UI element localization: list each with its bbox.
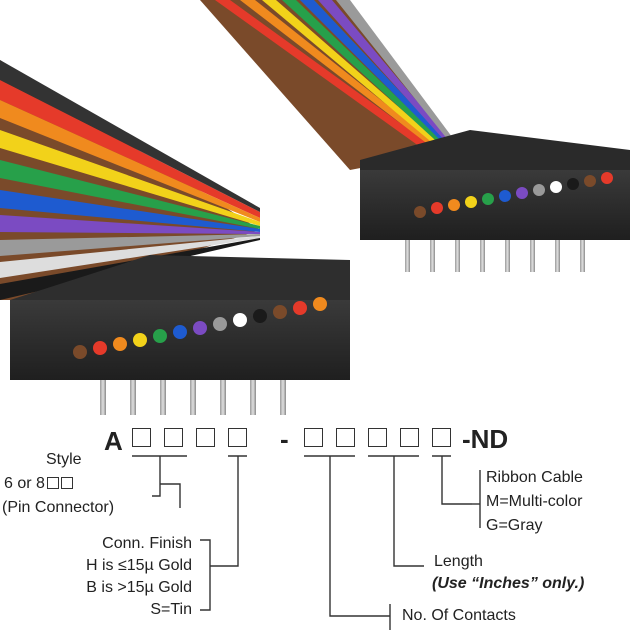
part-number-box — [164, 428, 183, 447]
ribbon-option1: M=Multi-color — [486, 493, 583, 510]
style-description: (Pin Connector) — [2, 499, 115, 516]
style-options: 6 or 8 — [4, 474, 73, 494]
conn-finish-line3: S=Tin — [150, 601, 192, 618]
right-connector-wires — [414, 172, 613, 218]
front-connector-pins — [100, 380, 286, 415]
right-connector-pins — [405, 240, 585, 272]
part-number-suffix: -ND — [462, 424, 509, 454]
right-connector — [360, 130, 630, 272]
front-connector — [10, 255, 350, 415]
part-number-box — [228, 428, 247, 447]
contacts-label: No. Of Contacts — [402, 607, 516, 624]
style-box — [60, 477, 73, 489]
conn-finish-line2: B is >15µ Gold — [86, 579, 192, 596]
part-number-box — [304, 428, 323, 447]
ribbon-title: Ribbon Cable — [486, 469, 583, 486]
ribbon-cable-lower — [0, 60, 260, 300]
style-options-text: 6 or 8 — [4, 475, 45, 492]
ribbon-option2: G=Gray — [486, 517, 543, 534]
part-number-box — [336, 428, 355, 447]
conn-finish-line1: H is ≤15µ Gold — [85, 557, 192, 574]
part-number-box — [196, 428, 215, 447]
front-connector-wires — [73, 297, 327, 359]
style-title: Style — [46, 451, 82, 468]
conn-finish-title: Conn. Finish — [102, 535, 192, 552]
ribbon-cable — [200, 0, 461, 170]
length-label: Length — [434, 553, 483, 570]
length-note: (Use “Inches” only.) — [432, 575, 585, 592]
part-number-box — [368, 428, 387, 447]
part-number-box — [132, 428, 151, 447]
part-number-box — [432, 428, 451, 447]
part-number-separator: - — [280, 424, 289, 454]
part-number-box — [400, 428, 419, 447]
style-box — [46, 477, 59, 489]
part-number-prefix: A — [104, 426, 123, 456]
